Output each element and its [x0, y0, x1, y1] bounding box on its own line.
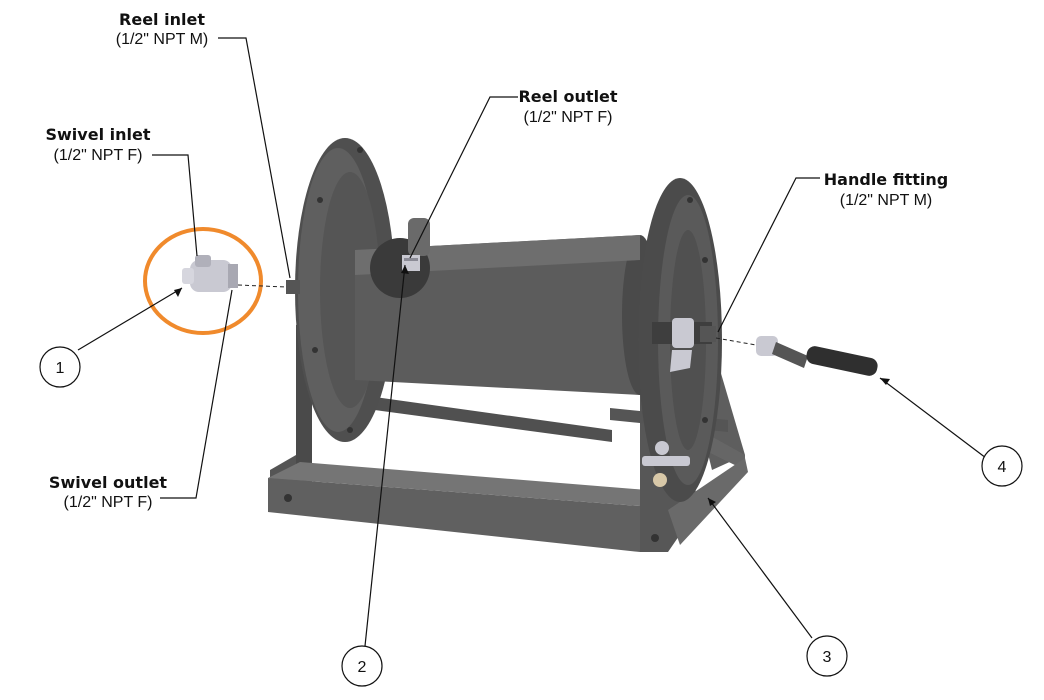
label-reel-inlet: Reel inlet (1/2" NPT M): [116, 10, 209, 48]
callout-3-number: 3: [823, 649, 832, 666]
handle-fitting-spec: (1/2" NPT M): [840, 192, 933, 209]
exploded-lines: [237, 284, 757, 346]
callout-4-number: 4: [998, 459, 1007, 476]
callout-4: 4: [981, 445, 1023, 487]
callout-1: 1: [39, 346, 81, 388]
swivel-inlet-title: Swivel inlet: [46, 125, 151, 144]
swivel-outlet-spec: (1/2" NPT F): [64, 494, 153, 511]
drum: [355, 235, 658, 395]
reel-inlet-spec: (1/2" NPT M): [116, 31, 209, 48]
swivel-fitting: [182, 255, 238, 292]
label-swivel-outlet: Swivel outlet (1/2" NPT F): [49, 473, 167, 511]
hub-assembly: [652, 318, 716, 372]
reel-inlet-fitting: [286, 280, 300, 294]
handle: [756, 336, 878, 376]
reel-outlet-title: Reel outlet: [518, 87, 617, 106]
highlight-circle: [143, 227, 263, 335]
label-reel-outlet: Reel outlet (1/2" NPT F): [518, 87, 617, 126]
callout-3: 3: [806, 635, 848, 677]
callout-2: 2: [341, 645, 383, 687]
callout-1-number: 1: [56, 360, 65, 377]
label-swivel-inlet: Swivel inlet (1/2" NPT F): [46, 125, 151, 164]
callout-2-number: 2: [358, 659, 367, 676]
brake-knob: [642, 441, 690, 487]
handle-fitting-title: Handle fitting: [824, 170, 948, 189]
swivel-inlet-spec: (1/2" NPT F): [54, 147, 143, 164]
leader-lines: [77, 37, 987, 647]
reel-inlet-title: Reel inlet: [119, 10, 205, 29]
label-handle-fitting: Handle fitting (1/2" NPT M): [824, 170, 948, 209]
reel-outlet-spec: (1/2" NPT F): [524, 109, 613, 126]
swivel-outlet-title: Swivel outlet: [49, 473, 167, 492]
